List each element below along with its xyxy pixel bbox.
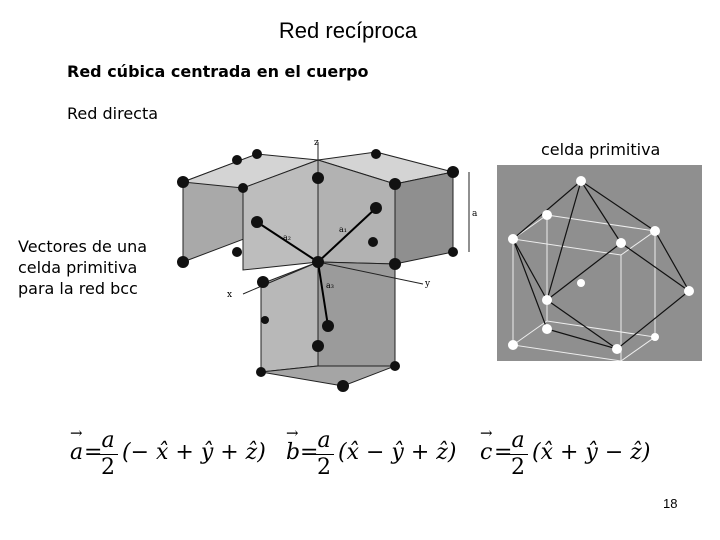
equation-b-denominator: 2 xyxy=(317,455,331,480)
vectors-line-3: para la red bcc xyxy=(18,279,138,298)
page-number: 18 xyxy=(663,496,678,511)
equation-b: → b = a 2 (x̂ − ŷ + ẑ) xyxy=(286,424,457,480)
equation-c: → c = a 2 (x̂ + ŷ − ẑ) xyxy=(480,424,651,480)
equation-a-vector: a xyxy=(70,440,84,465)
equation-a-expression: (− x̂ + ŷ + ẑ) xyxy=(122,440,266,465)
a3-vector-label: a₃ xyxy=(326,281,334,290)
equation-c-denominator: 2 xyxy=(511,455,525,480)
equation-b-numerator: a xyxy=(317,428,331,453)
bcc-lattice-figure: z x y a₂ a₁ a₃ a xyxy=(177,138,478,392)
equation-c-expression: (x̂ + ŷ − ẑ) xyxy=(532,440,651,465)
z-axis-label: z xyxy=(314,138,319,148)
lattice-atoms xyxy=(177,149,459,392)
lattice-constant-label: a xyxy=(472,209,478,219)
equation-b-vector: b xyxy=(286,440,301,465)
vectors-description: Vectores de una celda primitiva para la … xyxy=(18,236,147,299)
y-axis-label: y xyxy=(424,279,431,289)
upper-left-cube xyxy=(182,153,319,271)
a1-vector-label: a₁ xyxy=(339,225,347,234)
equation-c-vector: c xyxy=(480,440,493,465)
upper-right-cube xyxy=(317,151,454,265)
primitive-cell-label: celda primitiva xyxy=(541,140,661,159)
direct-lattice-label: Red directa xyxy=(67,104,159,123)
equation-a-numerator: a xyxy=(101,428,115,453)
primitive-cell-atoms xyxy=(508,176,694,354)
vectors-line-1: Vectores de una xyxy=(18,237,148,256)
equation-c-numerator: a xyxy=(511,428,525,453)
x-axis-label: x xyxy=(227,290,232,300)
slide-title: Red recíproca xyxy=(278,18,418,43)
primitive-cell-figure xyxy=(497,165,702,361)
vectors-line-2: celda primitiva xyxy=(18,258,138,277)
lower-cube xyxy=(260,261,396,387)
a2-vector-label: a₂ xyxy=(283,233,291,242)
equation-a: → a = a 2 (− x̂ + ŷ + ẑ) xyxy=(70,424,266,480)
equation-b-expression: (x̂ − ŷ + ẑ) xyxy=(338,440,457,465)
slide-subtitle: Red cúbica centrada en el cuerpo xyxy=(67,62,369,81)
equation-a-denominator: 2 xyxy=(101,455,115,480)
